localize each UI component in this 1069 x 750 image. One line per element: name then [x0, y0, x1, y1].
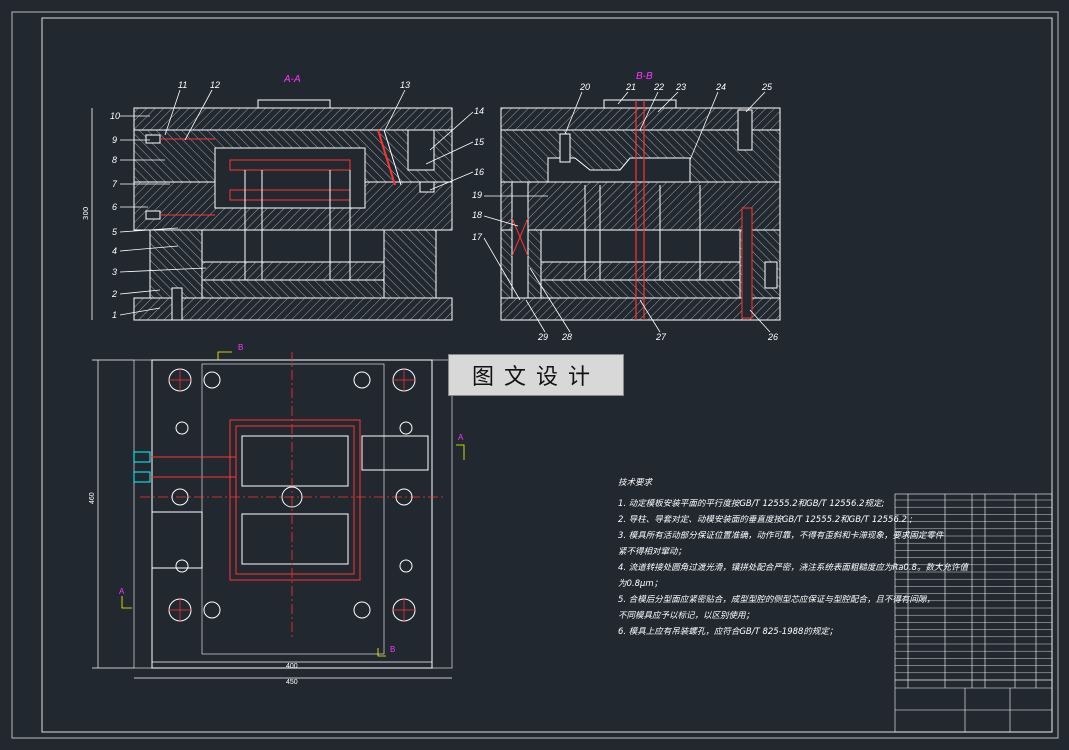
part-label-16: 16 — [474, 167, 484, 177]
title-block — [894, 493, 1053, 733]
section-bb-view: B-B — [472, 71, 781, 342]
notes-item: 2. 导柱、导套对定、动模安装面的垂直度按GB/T 12555.2和GB/T 1… — [618, 515, 913, 525]
part-label-11: 11 — [178, 80, 187, 90]
notes-item: 紧不得相对窜动； — [618, 547, 687, 557]
notes-item: 不同模具应予以标记，以区别使用； — [618, 611, 755, 621]
part-label-4: 4 — [112, 246, 117, 256]
part-label-25: 25 — [761, 82, 773, 92]
section-height-dimension: 300 — [82, 207, 90, 220]
part-label-24: 24 — [715, 82, 726, 92]
part-label-22: 22 — [653, 82, 664, 92]
notes-item: 1. 动定模板安装平面的平行度按GB/T 12555.2和GB/T 12556.… — [618, 499, 885, 509]
part-label-10: 10 — [110, 111, 120, 121]
dimension-460: 460 — [89, 492, 96, 504]
watermark-logo: 图文设计 — [448, 354, 624, 396]
part-label-19: 19 — [472, 190, 482, 200]
notes-item: 5. 合模后分型面应紧密贴合，成型型腔的侧型芯应保证与型腔配合，且不得有间隙， — [618, 595, 935, 605]
view-marker-a-left: A — [119, 587, 125, 596]
part-label-27: 27 — [655, 332, 667, 342]
part-label-1: 1 — [112, 310, 117, 320]
plan-view: A A B B 400 450 460 — [89, 343, 465, 686]
section-bb-title: B-B — [636, 71, 653, 82]
outer-border — [11, 11, 1059, 739]
notes-item: 4. 流道转接处圆角过渡光滑，镶拼处配合严密，浇注系统表面粗糙度应为Ra0.8。… — [618, 563, 968, 573]
dimension-450: 450 — [286, 679, 298, 686]
section-aa-title: A-A — [283, 74, 301, 85]
technical-requirements: 技术要求 1. 动定模板安装平面的平行度按GB/T 12555.2和GB/T 1… — [618, 476, 968, 640]
part-label-21: 21 — [625, 82, 636, 92]
view-marker-b-top: B — [238, 343, 243, 352]
part-label-14: 14 — [474, 106, 484, 116]
view-marker-a-right: A — [458, 433, 464, 442]
part-label-5: 5 — [112, 227, 118, 237]
part-label-9: 9 — [112, 135, 117, 145]
part-label-12: 12 — [210, 80, 220, 90]
part-label-28: 28 — [561, 332, 572, 342]
part-label-23: 23 — [675, 82, 686, 92]
part-label-3: 3 — [112, 267, 117, 277]
part-label-26: 26 — [767, 332, 778, 342]
part-label-8: 8 — [112, 155, 117, 165]
part-label-6: 6 — [112, 202, 117, 212]
title-block-rows — [895, 499, 1052, 681]
notes-title: 技术要求 — [618, 478, 653, 488]
dimension-400: 400 — [286, 663, 298, 670]
part-label-17: 17 — [472, 232, 483, 242]
notes-item: 为0.8μm； — [618, 579, 663, 589]
notes-item: 3. 模具所有活动部分保证位置准确，动作可靠，不得有歪斜和卡滞现象，要求固定零件 — [618, 531, 944, 541]
part-label-13: 13 — [400, 80, 410, 90]
section-aa-view: A-A — [82, 74, 485, 321]
part-label-7: 7 — [112, 179, 118, 189]
part-label-2: 2 — [111, 289, 117, 299]
notes-item: 6. 模具上应有吊装螺孔，应符合GB/T 825-1988的规定； — [618, 627, 838, 637]
part-label-18: 18 — [472, 210, 482, 220]
part-label-29: 29 — [537, 332, 548, 342]
inner-border — [41, 17, 1053, 733]
part-label-15: 15 — [474, 137, 485, 147]
part-label-20: 20 — [579, 82, 590, 92]
view-marker-b-bottom: B — [390, 645, 395, 654]
